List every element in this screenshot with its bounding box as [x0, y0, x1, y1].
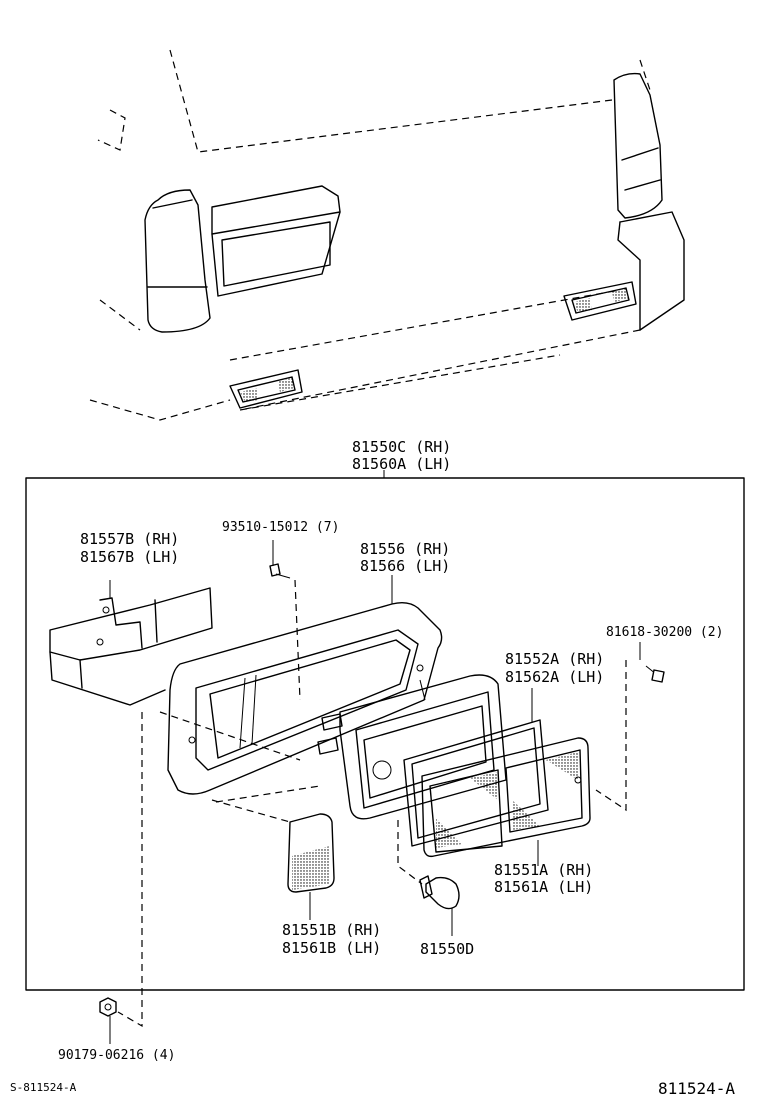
label-assembly-lh: 81560A (LH): [352, 455, 452, 473]
label-reflector-lh: 81561B (LH): [282, 939, 382, 957]
label-gasket-lh: 81562A (LH): [505, 668, 605, 686]
bulb: [419, 875, 460, 910]
label-screw-right: 81618-30200 (2): [606, 625, 724, 640]
right-tail-lamp: [613, 72, 663, 219]
left-tail-lamp: [144, 189, 211, 333]
screw-top: [269, 563, 291, 579]
mounting-bracket: [49, 587, 213, 706]
left-bumper-reflector: [229, 369, 303, 409]
rear-bumper: [239, 211, 685, 411]
gasket: [403, 719, 549, 847]
label-housing-lh: 81566 (LH): [360, 557, 451, 575]
reference-code-left: S-811524-A: [10, 1081, 77, 1094]
label-bracket-lh: 81567B (LH): [80, 548, 180, 566]
label-gasket-rh: 81552A (RH): [505, 650, 605, 668]
label-bracket-rh: 81557B (RH): [80, 530, 180, 548]
right-bumper-reflector: [563, 281, 637, 321]
side-reflector: [287, 813, 335, 893]
lens: [421, 737, 591, 858]
label-lens-lh: 81561A (LH): [494, 878, 594, 896]
label-reflector-rh: 81551B (RH): [282, 921, 382, 939]
nut: [99, 997, 117, 1017]
label-nut: 90179-06216 (4): [58, 1048, 176, 1063]
housing-frame: [167, 601, 443, 795]
license-plate-recess: [211, 185, 341, 297]
screw-right: [645, 665, 665, 683]
label-lens-rh: 81551A (RH): [494, 861, 594, 879]
vehicle-rear-illustration: [89, 49, 685, 421]
label-assembly-rh: 81550C (RH): [352, 438, 452, 456]
assembly-frame: [25, 477, 745, 991]
reference-code-right: 811524-A: [658, 1079, 736, 1098]
label-bulb: 81550D: [420, 940, 475, 958]
label-housing-rh: 81556 (RH): [360, 540, 451, 558]
label-screw-top: 93510-15012 (7): [222, 520, 340, 535]
lamp-body: [317, 674, 507, 820]
